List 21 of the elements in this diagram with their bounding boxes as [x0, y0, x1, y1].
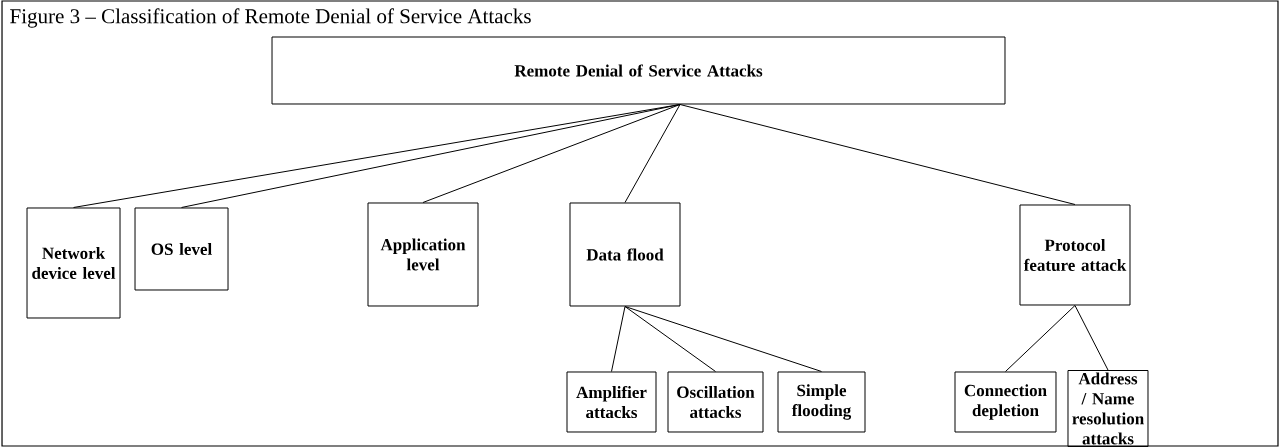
connector-line	[1005, 305, 1076, 372]
attack-box: Application level	[367, 202, 479, 307]
attack-box: Oscillation attacks	[667, 371, 764, 433]
connector-line	[624, 306, 822, 372]
connector-line	[181, 104, 681, 208]
attack-box: Protocol feature attack	[1019, 204, 1131, 306]
attack-box: Connection depletion	[954, 371, 1057, 433]
figure-title: Figure 3 – Classification of Remote Denial of Service Attacks	[10, 8, 531, 28]
attack-box: Address / Name resolution attacks	[1067, 370, 1149, 447]
connector-line	[624, 306, 716, 372]
connector-line	[422, 104, 681, 203]
attack-box: Network device level	[26, 207, 121, 319]
connector-line	[1074, 305, 1109, 371]
attack-box: Amplifier attacks	[566, 371, 657, 433]
category-box: Remote Denial of Service Attacks	[271, 36, 1006, 105]
attack-box: Simple flooding	[777, 371, 866, 433]
connector-line	[679, 104, 1076, 205]
connector-line	[624, 104, 681, 203]
attack-box: OS level	[134, 207, 229, 291]
connector-line	[611, 306, 626, 372]
attack-box: Data flood	[569, 202, 681, 307]
